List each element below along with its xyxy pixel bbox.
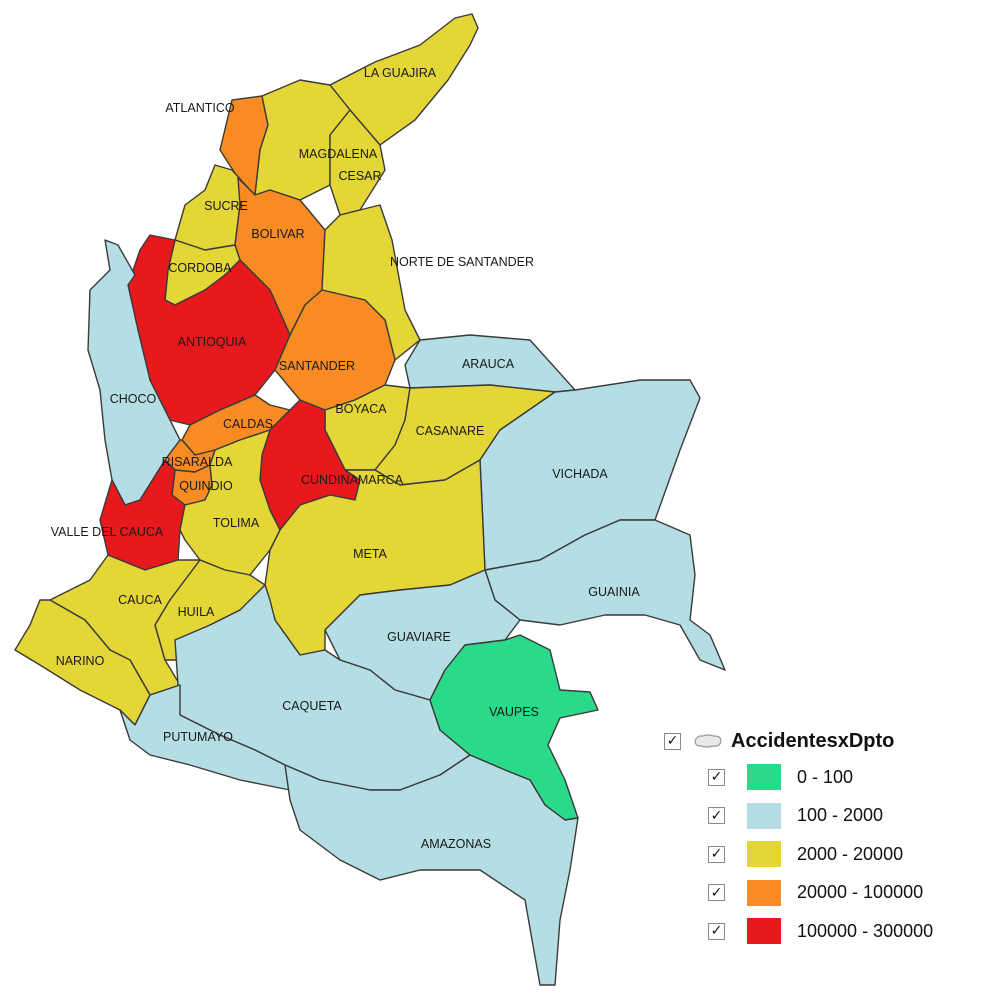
layer-name: AccidentesxDpto — [731, 729, 895, 752]
label-cundinamarca: CUNDINAMARCA — [301, 473, 404, 487]
label-sucre: SUCRE — [204, 199, 248, 213]
label-tolima: TOLIMA — [213, 516, 260, 530]
legend-item: ✓ 2000 - 20000 — [708, 835, 979, 874]
label-vichada: VICHADA — [552, 467, 608, 481]
label-huila: HUILA — [178, 605, 215, 619]
label-caldas: CALDAS — [223, 417, 273, 431]
polygon-layer-icon — [694, 734, 722, 748]
label-risaralda: RISARALDA — [162, 455, 234, 469]
class-visibility-checkbox[interactable]: ✓ — [708, 768, 725, 786]
label-la-guajira: LA GUAJIRA — [364, 66, 437, 80]
region-norte-de-santander[interactable] — [321, 204, 421, 361]
label-arauca: ARAUCA — [462, 357, 515, 371]
layer-visibility-checkbox[interactable]: ✓ — [664, 732, 681, 750]
class-label: 100 - 2000 — [797, 805, 884, 826]
region-guainia[interactable] — [484, 519, 726, 671]
color-swatch — [747, 879, 781, 906]
label-norte-de-santander: NORTE DE SANTANDER — [390, 255, 534, 269]
legend-item: ✓ 100000 - 300000 — [708, 912, 979, 951]
label-caqueta: CAQUETA — [282, 699, 342, 713]
label-guaviare: GUAVIARE — [387, 630, 451, 644]
region-magdalena[interactable] — [254, 79, 351, 201]
legend-layer-row: ✓ AccidentesxDpto — [664, 724, 979, 758]
label-magdalena: MAGDALENA — [299, 147, 378, 161]
label-cesar: CESAR — [338, 169, 381, 183]
label-cordoba: CORDOBA — [168, 261, 232, 275]
label-santander: SANTANDER — [279, 359, 355, 373]
label-antioquia: ANTIOQUIA — [178, 335, 247, 349]
color-swatch — [747, 918, 781, 945]
department-labels: LA GUAJIRA ATLANTICO MAGDALENA CESAR SUC… — [51, 66, 641, 851]
color-swatch — [747, 841, 781, 868]
label-vaupes: VAUPES — [489, 705, 539, 719]
label-narino: NARINO — [56, 654, 105, 668]
label-amazonas: AMAZONAS — [421, 837, 491, 851]
label-choco: CHOCO — [110, 392, 157, 406]
label-guainia: GUAINIA — [588, 585, 640, 599]
legend-item: ✓ 20000 - 100000 — [708, 874, 979, 913]
class-visibility-checkbox[interactable]: ✓ — [708, 922, 725, 940]
map-legend: ✓ AccidentesxDpto ✓ 0 - 100 ✓ 100 - 2000… — [664, 724, 979, 951]
class-visibility-checkbox[interactable]: ✓ — [708, 884, 725, 902]
label-valle-del-cauca: VALLE DEL CAUCA — [51, 525, 164, 539]
class-label: 0 - 100 — [797, 766, 854, 787]
label-bolivar: BOLIVAR — [251, 227, 304, 241]
label-quindio: QUINDIO — [179, 479, 233, 493]
class-visibility-checkbox[interactable]: ✓ — [708, 807, 725, 825]
label-cauca: CAUCA — [118, 593, 162, 607]
class-label: 100000 - 300000 — [797, 920, 934, 941]
color-swatch — [747, 802, 781, 829]
label-atlantico: ATLANTICO — [165, 101, 234, 115]
region-amazonas[interactable] — [284, 754, 579, 986]
class-label: 20000 - 100000 — [797, 882, 924, 903]
class-label: 2000 - 20000 — [797, 843, 904, 864]
label-casanare: CASANARE — [416, 424, 485, 438]
label-putumayo: PUTUMAYO — [163, 730, 233, 744]
label-boyaca: BOYACA — [335, 402, 387, 416]
region-cesar[interactable] — [329, 109, 386, 216]
color-swatch — [747, 764, 781, 791]
legend-item: ✓ 0 - 100 — [708, 758, 979, 797]
legend-item: ✓ 100 - 2000 — [708, 797, 979, 836]
class-visibility-checkbox[interactable]: ✓ — [708, 845, 725, 863]
label-meta: META — [353, 547, 387, 561]
